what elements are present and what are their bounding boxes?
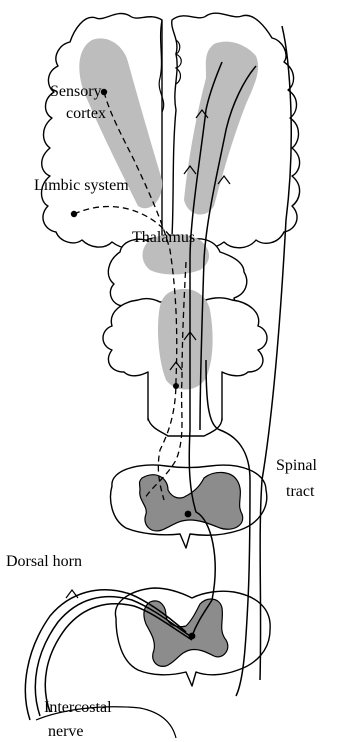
arrow-6	[66, 590, 78, 598]
label-sensory-cortex-2: cortex	[66, 105, 106, 122]
limbic-node	[71, 211, 77, 217]
brainstem-node	[173, 383, 179, 389]
label-sensory-cortex-1: Sensory	[50, 83, 102, 100]
label-spinal-tract-1: Spinal	[276, 457, 317, 474]
label-limbic-system: Limbic system	[34, 177, 129, 194]
label-spinal-tract-2: tract	[286, 483, 315, 500]
medulla	[148, 418, 222, 436]
sensory-cortex-node	[101, 89, 107, 95]
label-intercostal-nerve-2: nerve	[48, 723, 84, 740]
label-thalamus: Thalamus	[132, 229, 195, 246]
label-intercostal-nerve-1: Intercostal	[44, 699, 112, 716]
upper-cord-node	[185, 511, 192, 518]
label-dorsal-horn: Dorsal horn	[6, 553, 82, 570]
